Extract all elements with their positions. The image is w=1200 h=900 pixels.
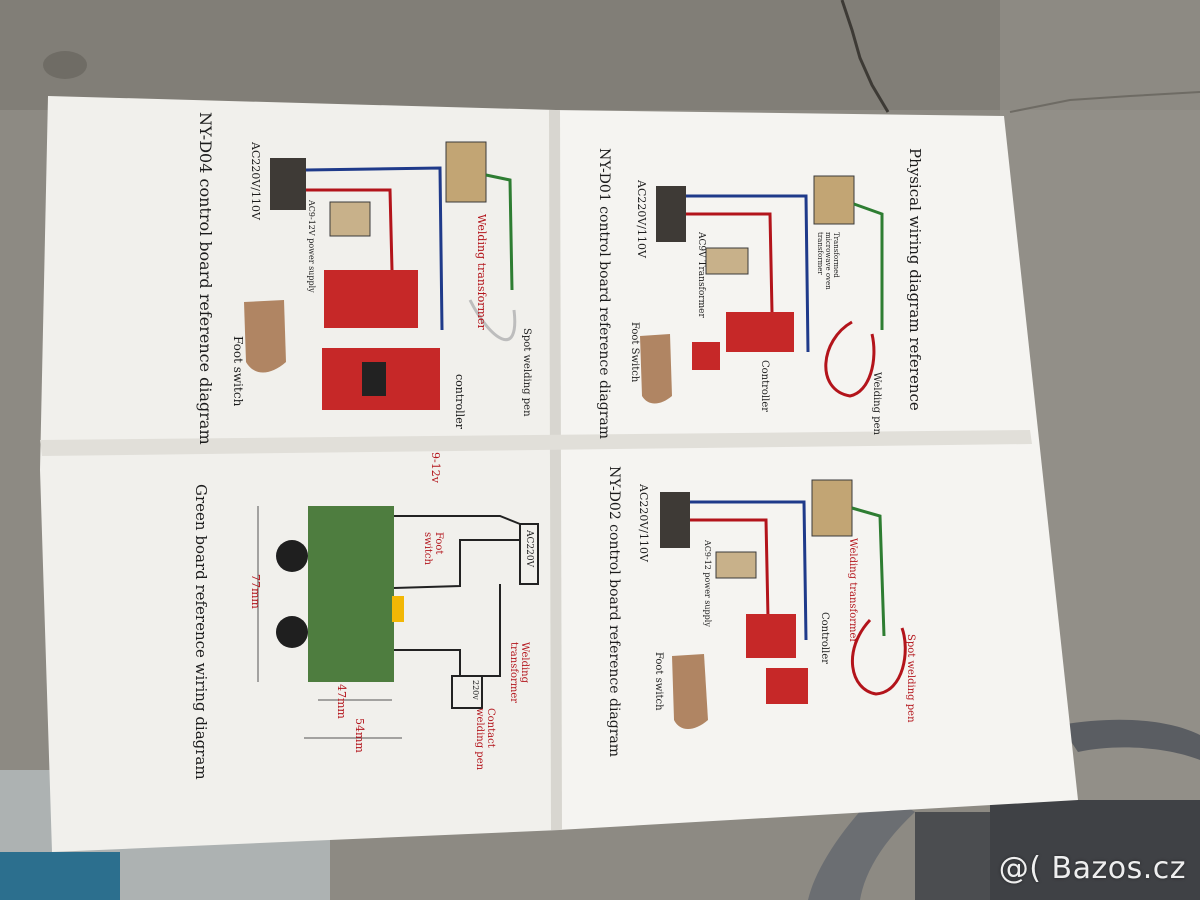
wire-blue [686, 194, 810, 353]
d02-transformer: Welding transformer [847, 538, 858, 644]
d04-foot-switch: Foot switch [231, 336, 245, 407]
display-board [692, 342, 720, 370]
d04-title: NY-D04 control board reference diagram [196, 112, 215, 445]
d01-heading: Physical wiring diagram reference [906, 148, 924, 411]
green-board-diagram [257, 506, 539, 739]
knob-bottom [276, 616, 308, 648]
metal-pipe [1060, 719, 1200, 760]
green-transformer: Welding transformer [508, 642, 530, 704]
d02-pen: Spot welding pen [905, 634, 916, 723]
ac-terminal-block [660, 492, 690, 548]
d01-title: NY-D01 control board reference diagram [596, 148, 612, 440]
green-out-box: 220v [471, 680, 480, 700]
ac-terminal-block [656, 186, 686, 242]
d01-foot-switch: Foot Switch [629, 322, 640, 383]
transformer-box [451, 675, 483, 709]
d04-supply: AC9-12V power supply [307, 200, 316, 293]
blue-object [0, 852, 120, 900]
wire-green [851, 506, 886, 637]
d04-transformer: Welding transformer [475, 214, 488, 330]
power-supply-transformer [705, 247, 749, 275]
welding-transformer [813, 175, 855, 225]
foot-pedal [640, 334, 672, 404]
display-digit [362, 362, 386, 396]
controller-board [746, 614, 796, 658]
knob-top [276, 540, 308, 572]
d01-pen: Welding pen [871, 372, 882, 435]
d02-controller: Controller [819, 612, 830, 665]
paper-left-half [40, 96, 560, 852]
pen-cable [468, 299, 517, 342]
d02-title: NY-D02 control board reference diagram [606, 466, 622, 758]
floor-stain [43, 51, 87, 79]
foot-pedal [672, 654, 708, 729]
green-ac-box: AC220V [524, 530, 534, 568]
ny-d02-diagram [660, 479, 907, 729]
ny-d04-diagram [244, 141, 517, 410]
d01-transformer: Transformed microwave oven transformer [816, 232, 840, 290]
power-supply-transformer [329, 201, 371, 237]
ac220v-box [519, 523, 539, 585]
green-dim-b: 47mm [335, 684, 348, 719]
yellow-terminal [392, 596, 404, 622]
welding-transformer [445, 141, 487, 203]
foot-pedal [244, 300, 286, 373]
d02-foot-switch: Foot switch [653, 652, 664, 711]
d01-supply: AC9V Transformer [696, 232, 706, 318]
paper-right-half [552, 110, 1078, 830]
ny-d01-diagram [640, 175, 884, 404]
green-pen: Contact welding pen [474, 708, 496, 771]
paper-horizontal-fold [40, 430, 1032, 456]
metal-pipe-bend [808, 790, 915, 900]
welding-pen [850, 618, 907, 696]
green-dim-a: 77mm [249, 574, 262, 609]
wire-green [485, 173, 514, 291]
welding-transformer [811, 479, 853, 537]
d04-controller: controller [453, 374, 466, 429]
wire-blue [690, 500, 808, 641]
green-board [308, 506, 394, 682]
welding-pen [824, 320, 876, 398]
watermark: @( Bazos.cz [998, 851, 1186, 886]
green-voltage: 9-12v [429, 452, 442, 483]
green-dim-c: 54mm [353, 718, 366, 753]
floor-crack-2 [1009, 91, 1200, 113]
paper-fold-shadow [549, 110, 562, 830]
wire-green [853, 202, 884, 330]
d02-supply: AC9-12 power supply [703, 540, 712, 627]
floor-crack [840, 0, 890, 113]
d01-ac-input: AC220V/110V [635, 180, 648, 258]
wire-blue [305, 166, 444, 331]
d04-ac-input: AC220V/110V [249, 142, 262, 220]
d02-ac-input: AC220V/110V [637, 484, 650, 562]
wire-red [686, 212, 774, 313]
controller-board [324, 270, 418, 328]
green-title: Green board reference wiring diagram [192, 484, 210, 780]
wiring-lines [393, 515, 521, 677]
metal-plate [990, 800, 1200, 900]
d04-pen: Spot welding pen [521, 328, 532, 417]
power-supply-transformer [715, 551, 757, 579]
green-foot-switch: Foot switch [422, 532, 444, 565]
controller-board [726, 312, 794, 352]
wire-red [306, 188, 394, 271]
ac-terminal-block [270, 158, 306, 210]
display-board [766, 668, 808, 704]
d01-controller: Controller [759, 360, 770, 413]
wire-red [690, 518, 770, 619]
